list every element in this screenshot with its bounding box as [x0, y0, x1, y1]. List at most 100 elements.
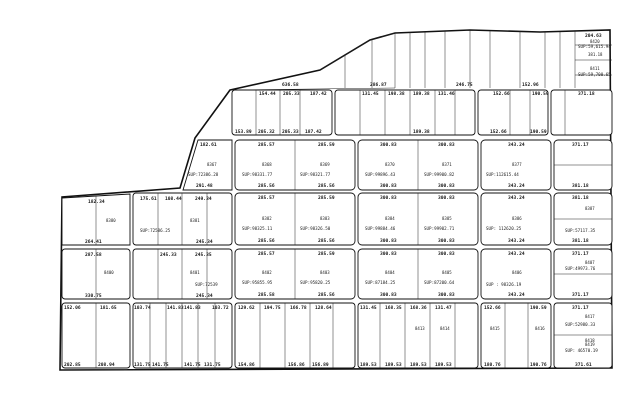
plan-label: 141.83 [184, 305, 201, 311]
plan-label: 108.44 [165, 196, 182, 202]
plan-label: SUP:95820.25 [300, 280, 331, 285]
plan-label: SUP:52980.33 [565, 322, 596, 327]
plan-label: 330.75 [85, 293, 102, 299]
plan-label: 8383 [320, 216, 330, 221]
row-e-labels: 152.06 181.65 103.74 141.83 141.83 103.7… [64, 305, 598, 368]
plan-label: 8386 [512, 216, 522, 221]
plan-label: 131.45 [362, 91, 379, 97]
plan-label: 343.24 [508, 183, 525, 189]
plan-label: 141.83 [167, 305, 184, 311]
plan-label: SUP:98326.50 [300, 226, 331, 231]
top-edge-label: 636.58 [282, 82, 299, 88]
plan-label: 285.56 [258, 238, 275, 244]
plan-label: 189.38 [413, 91, 430, 97]
plan-label: 189.38 [413, 129, 430, 135]
plan-label: SUP: 112620.25 [486, 226, 522, 231]
plan-label: 300.83 [438, 142, 455, 148]
plan-label: 194.75 [264, 305, 281, 311]
plan-label: 8406 [512, 270, 522, 275]
plan-label: 128.64 [315, 305, 332, 311]
plan-label: 245.34 [196, 293, 213, 299]
top-edge-label: 246.75 [456, 82, 473, 88]
plan-label: 8380 [106, 218, 116, 223]
row-d-blocks [61, 248, 613, 300]
plan-label: 181.65 [100, 305, 117, 311]
plan-label: 285.56 [318, 292, 335, 298]
plan-label: 189.53 [385, 362, 402, 368]
plan-label: 8381 [190, 218, 200, 223]
plan-label: SUP:87184.25 [365, 280, 396, 285]
plan-label: 152.66 [484, 305, 501, 311]
plan-label: 187.42 [305, 129, 322, 135]
plan-label: 300.83 [438, 183, 455, 189]
plan-label: 168.35 [385, 305, 402, 311]
plan-label: 8377 [512, 162, 522, 167]
plan-label: 175.61 [140, 196, 157, 202]
plan-label: 8418 [585, 338, 595, 343]
plan-label: 8419 [585, 342, 595, 347]
plan-label: 205.33 [283, 91, 300, 97]
plan-label: SUP:57117.35 [565, 228, 596, 233]
plan-label: 8415 [490, 326, 500, 331]
plan-label: SUP:49973.76 [565, 266, 596, 271]
plan-label: 8368 [262, 162, 272, 167]
plan-label: 285.57 [258, 195, 275, 201]
row-a-blocks [231, 89, 613, 136]
plan-label: 8404 [385, 270, 395, 275]
plan-label: 152.66 [490, 129, 507, 135]
plan-label: 156.86 [288, 362, 305, 368]
plan-label: 166.78 [290, 305, 307, 311]
plan-label: SUP:87200.64 [424, 280, 455, 285]
plan-label: 103.72 [212, 305, 229, 311]
plan-label: 285.59 [318, 251, 335, 257]
plan-label: 182.34 [88, 199, 105, 205]
plan-label: 168.36 [410, 305, 427, 311]
plan-label: 371.17 [572, 292, 589, 298]
top-edge-label: 286.87 [370, 82, 387, 88]
plan-label: 8416 [535, 326, 545, 331]
plan-label: 141.75 [184, 362, 201, 368]
plan-label: 189.53 [360, 362, 377, 368]
plan-label: 300.83 [438, 195, 455, 201]
plan-label: 381.18 [572, 183, 589, 189]
plan-label: 8402 [262, 270, 272, 275]
plan-label: 291.48 [196, 183, 213, 189]
plan-label: 8413 [415, 326, 425, 331]
plan-label: SUP:95855.95 [242, 280, 273, 285]
plan-label: 141.75 [152, 362, 169, 368]
plan-label: 8400 [104, 270, 114, 275]
plan-label: 371.17 [572, 305, 589, 311]
plan-label: SUP: 46570.19 [565, 348, 598, 353]
plan-label: 300.83 [380, 195, 397, 201]
plan-label: SUP:72386.28 [188, 172, 219, 177]
plan-label: 103.74 [134, 305, 151, 311]
plan-label: 371.61 [575, 362, 592, 368]
plan-label: 285.58 [258, 292, 275, 298]
plan-label: 249.34 [195, 196, 212, 202]
sup-label: SUP:59,700.65 [578, 72, 611, 77]
plan-label: 190.59 [530, 305, 547, 311]
plan-label: 189.53 [435, 362, 452, 368]
plan-label: 154.44 [259, 91, 276, 97]
row-b-blocks [182, 139, 613, 191]
plan-label: 202.85 [64, 362, 81, 368]
plan-label: 152.66 [493, 91, 510, 97]
plan-label: 8371 [442, 162, 452, 167]
plan-label: 131.45 [360, 305, 377, 311]
plan-label: 371.18 [578, 91, 595, 97]
plan-label: 287.58 [85, 252, 102, 258]
plan-label: 131.47 [435, 305, 452, 311]
top-edge-label: 152.96 [522, 82, 539, 88]
plan-label: SUP:72586.25 [140, 228, 171, 233]
plan-label: 8414 [440, 326, 450, 331]
plan-label: 8367 [207, 162, 217, 167]
plan-label: 190.76 [530, 362, 547, 368]
plan-label: 371.17 [572, 142, 589, 148]
plan-label: SUP:112615.44 [486, 172, 519, 177]
row-c-blocks [61, 192, 613, 246]
plan-label: 187.42 [310, 91, 327, 97]
plan-label: 381.18 [572, 195, 589, 201]
plan-label: 8407 [585, 260, 595, 265]
plan-label: 8387 [585, 206, 595, 211]
lot-number: 8411 [590, 66, 600, 71]
